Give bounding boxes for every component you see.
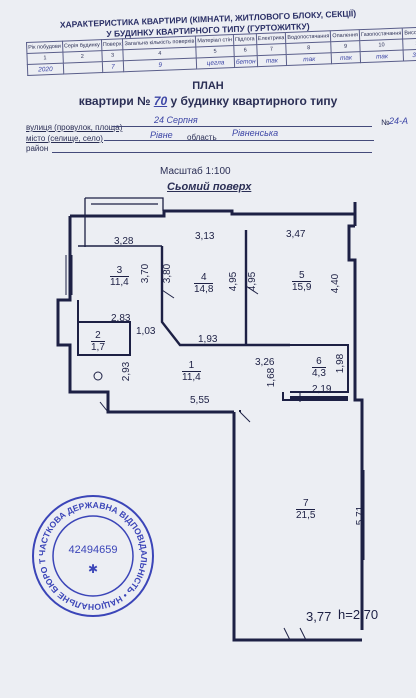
city-value: Рівне (150, 130, 173, 140)
dim-293: 2,93 (121, 361, 133, 382)
outer-wall-right (347, 224, 364, 630)
dim-193: 1,93 (198, 334, 218, 345)
dim-571: 5,71 (355, 505, 367, 526)
stamp-code: 42494659 (69, 544, 118, 556)
dim-328: 3,28 (114, 236, 134, 247)
dim-495-a: 4,95 (228, 271, 240, 292)
city-line (104, 140, 374, 141)
dim-326: 3,26 (255, 357, 275, 368)
outer-wall-top (70, 202, 357, 226)
stamp-star-icon: ✱ (88, 562, 98, 576)
dim-283: 2,83 (111, 313, 131, 324)
house-value: 24-А (389, 116, 409, 126)
plan-title: ПЛАН (192, 80, 224, 92)
ceiling-height: h=2.70 (338, 607, 379, 622)
dim-103: 1,03 (136, 326, 156, 337)
district-line (52, 152, 372, 153)
door-room4 (161, 289, 175, 299)
district-label: район (26, 144, 49, 153)
floor-label: Сьомий поверх (167, 181, 252, 193)
dim-168: 1,68 (266, 367, 278, 388)
dim-198: 1,98 (335, 353, 347, 374)
outer-wall-bottom (232, 412, 362, 642)
window-room3 (65, 255, 73, 295)
room6-sill (290, 396, 348, 401)
region-label: область (187, 133, 217, 142)
dim-377: 3,77 (306, 609, 332, 624)
riser-fixture (93, 371, 103, 381)
street-value: 24 Серпня (154, 115, 198, 125)
house-label: № (381, 118, 390, 127)
street-label: вулиця (провулок, площа) (26, 123, 123, 132)
outer-wall-left (56, 216, 234, 414)
dim-380: 3,80 (162, 263, 174, 284)
balcony-outline (84, 197, 164, 247)
dim-370: 3,70 (140, 263, 152, 284)
dim-555: 5,55 (190, 395, 210, 406)
scale-label: Масштаб 1:100 (160, 166, 231, 177)
wall-room4-bottom (160, 246, 290, 347)
dim-495-b: 4,95 (247, 271, 259, 292)
dim-347: 3,47 (286, 229, 306, 240)
region-value: Рівненська (232, 128, 279, 138)
dim-313: 3,13 (195, 231, 215, 242)
dim-440: 4,40 (330, 273, 342, 294)
seal-stamp: ЧАСТКОВА ДЕРЖАВНА ВІДПОВІДАЛЬНІСТЬ • НАЦ… (30, 493, 154, 617)
door-room5 (245, 285, 259, 295)
city-label: місто (селище, село) (26, 134, 103, 143)
dim-219: 2,19 (312, 384, 332, 395)
plan-subtitle: квартири № 70 у будинку квартирного типу (78, 94, 338, 108)
door-room7 (239, 411, 251, 423)
room6-walls (290, 344, 349, 393)
street-line (112, 126, 372, 127)
apartment-number: 70 (153, 94, 168, 108)
